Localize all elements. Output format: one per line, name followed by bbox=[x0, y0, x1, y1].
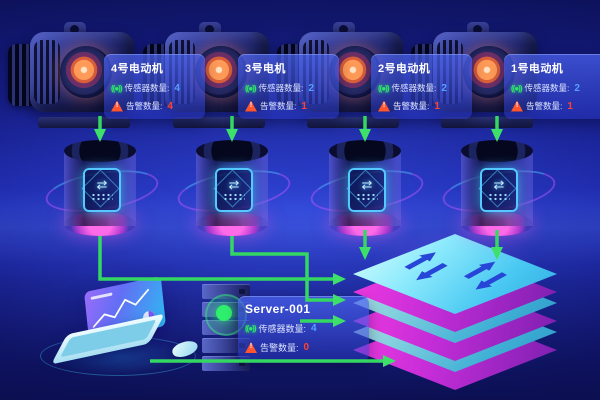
sensor-count-row: 传感器数量: 2 bbox=[378, 82, 466, 94]
sensor-count-row: 传感器数量: 2 bbox=[245, 82, 333, 94]
gateway-cylinder-1: ⇄ bbox=[42, 140, 162, 236]
exchange-arrows-glyph: ⇄ bbox=[361, 177, 373, 192]
data-exchange-device-icon: ⇄ bbox=[215, 168, 253, 212]
alarm-count-value: 1 bbox=[434, 100, 440, 112]
motor-2-title: 2号电动机 bbox=[378, 63, 431, 75]
gateway-cylinder-4: ⇄ bbox=[439, 140, 559, 236]
sensor-count-value: 4 bbox=[174, 82, 180, 94]
data-exchange-device-icon: ⇄ bbox=[83, 168, 121, 212]
cylinder-top bbox=[196, 140, 268, 162]
sensor-count-label: 传感器数量: bbox=[524, 83, 570, 93]
gateway-cylinder-3: ⇄ bbox=[307, 140, 427, 236]
gateway-cylinder-2: ⇄ bbox=[174, 140, 294, 236]
motor-3-info-panel[interactable]: 3号电机 传感器数量: 2 告警数量: 1 bbox=[238, 54, 339, 119]
data-exchange-device-icon: ⇄ bbox=[348, 168, 386, 212]
sensor-count-value: 2 bbox=[574, 82, 580, 94]
radio-signal-icon bbox=[111, 84, 122, 93]
alarm-count-value: 0 bbox=[303, 342, 310, 353]
cylinder-top bbox=[461, 140, 533, 162]
cylinder-top bbox=[64, 140, 136, 162]
motor-1-info-panel[interactable]: 1号电动机 传感器数量: 2 告警数量: 1 bbox=[504, 54, 600, 119]
data-exchange-device-icon: ⇄ bbox=[480, 168, 518, 212]
radio-signal-icon bbox=[511, 84, 522, 93]
warning-triangle-icon bbox=[245, 100, 257, 112]
device-dot-grid bbox=[91, 193, 113, 202]
alarm-count-label: 告警数量: bbox=[260, 101, 297, 111]
warning-triangle-icon bbox=[245, 342, 257, 353]
alarm-count-row: 告警数量: 1 bbox=[511, 100, 600, 112]
exchange-arrows-glyph: ⇄ bbox=[493, 177, 505, 192]
warning-triangle-icon bbox=[378, 100, 390, 112]
connector-gateway1-to-stack bbox=[98, 236, 346, 285]
device-dot-grid bbox=[488, 193, 510, 202]
motor-3-title: 3号电机 bbox=[245, 63, 286, 75]
warning-triangle-icon bbox=[111, 100, 123, 112]
alarm-count-row: 告警数量: 1 bbox=[245, 100, 333, 112]
server-info-panel[interactable]: Server-001 传感器数量: 4 告警数量: 0 bbox=[238, 296, 369, 361]
cylinder-top bbox=[329, 140, 401, 162]
motor-2-info-panel[interactable]: 2号电动机 传感器数量: 2 告警数量: 1 bbox=[371, 54, 472, 119]
alarm-count-label: 告警数量: bbox=[126, 101, 163, 111]
radio-signal-icon bbox=[245, 324, 256, 333]
sensor-count-label: 传感器数量: bbox=[124, 83, 170, 93]
sensor-count-row: 传感器数量: 2 bbox=[511, 82, 600, 94]
alarm-count-row: 告警数量: 0 bbox=[245, 341, 363, 354]
exchange-arrows-glyph: ⇄ bbox=[228, 177, 240, 192]
sensor-count-label: 传感器数量: bbox=[391, 83, 437, 93]
warning-triangle-icon bbox=[511, 100, 523, 112]
sensor-count-label: 传感器数量: bbox=[258, 83, 304, 93]
motor-4-title: 4号电动机 bbox=[111, 63, 164, 75]
radio-signal-icon bbox=[378, 84, 389, 93]
sensor-count-row: 传感器数量: 4 bbox=[245, 322, 363, 335]
sensor-count-label: 传感器数量: bbox=[258, 324, 307, 334]
exchange-arrows-glyph: ⇄ bbox=[96, 177, 108, 192]
sensor-count-value: 2 bbox=[308, 82, 314, 94]
alarm-count-value: 4 bbox=[167, 100, 173, 112]
motor-core bbox=[60, 46, 112, 98]
alarm-count-value: 1 bbox=[567, 100, 573, 112]
sensor-count-row: 传感器数量: 4 bbox=[111, 82, 199, 94]
motor-base bbox=[173, 117, 265, 128]
motor-base bbox=[441, 117, 533, 128]
alarm-count-label: 告警数量: bbox=[526, 101, 563, 111]
motor-base bbox=[38, 117, 130, 128]
alarm-count-label: 告警数量: bbox=[393, 101, 430, 111]
motor-1-title: 1号电动机 bbox=[511, 63, 564, 75]
motor-base bbox=[307, 117, 399, 128]
radio-signal-icon bbox=[245, 84, 256, 93]
alarm-count-row: 告警数量: 4 bbox=[111, 100, 199, 112]
sensor-count-value: 2 bbox=[441, 82, 447, 94]
alarm-count-label: 告警数量: bbox=[260, 343, 299, 353]
device-dot-grid bbox=[223, 193, 245, 202]
device-dot-grid bbox=[356, 193, 378, 202]
server-title: Server-001 bbox=[245, 302, 311, 316]
alarm-count-value: 1 bbox=[301, 100, 307, 112]
sensor-count-value: 4 bbox=[311, 323, 317, 334]
motor-4-info-panel[interactable]: 4号电动机 传感器数量: 4 告警数量: 4 bbox=[104, 54, 205, 119]
motor-4-illustration bbox=[8, 22, 136, 128]
stack-layer-top bbox=[353, 234, 557, 332]
alarm-count-row: 告警数量: 1 bbox=[378, 100, 466, 112]
bidirectional-arrows-icon bbox=[404, 252, 507, 290]
data-platform-stack bbox=[342, 228, 568, 396]
